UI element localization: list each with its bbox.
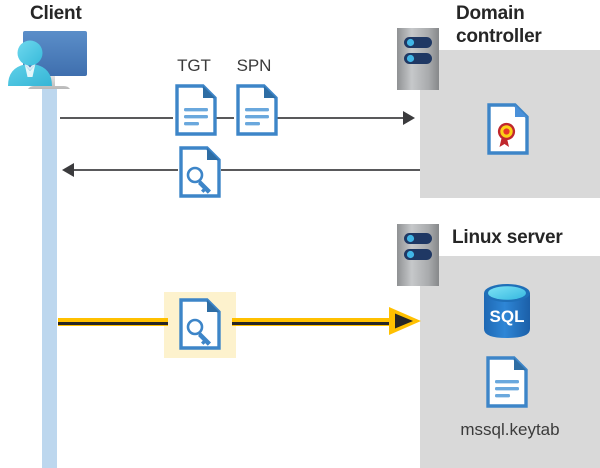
client-workstation-icon: [2, 26, 96, 98]
page-title-domain-controller: Domain controller: [456, 2, 600, 48]
dc-title-line-1: Domain: [456, 3, 525, 24]
document-icon-spn: [236, 84, 278, 136]
keytab-filename-label: mssql.keytab: [460, 420, 560, 439]
arrow-head-response-ticket: [62, 163, 74, 177]
yellow-arrow-line-left: [58, 318, 168, 326]
page-title-client: Client: [30, 3, 82, 24]
arrow-head-request-tgt-spn: [403, 111, 415, 125]
arrow-line-response-right: [221, 169, 420, 171]
client-lifeline: [42, 88, 57, 468]
arrow-line-request-left: [60, 117, 173, 119]
key-document-icon-request: [179, 298, 221, 350]
key-document-icon-response: [179, 146, 221, 198]
label-tgt: TGT: [177, 56, 211, 75]
arrow-line-response-left: [74, 169, 178, 171]
label-spn: SPN: [236, 56, 272, 75]
document-icon-keytab: [486, 356, 528, 408]
arrow-line-request-mid: [216, 117, 234, 119]
yellow-arrow-line-right: [232, 318, 396, 326]
certificate-document-icon: [487, 103, 529, 155]
document-icon-tgt: [175, 84, 217, 136]
arrow-line-request-right: [277, 117, 403, 119]
sql-database-label: SQL: [490, 307, 525, 326]
sql-database-icon: SQL: [482, 282, 532, 340]
server-rack-icon-linux: [397, 224, 439, 286]
server-rack-icon-domain-controller: [397, 28, 439, 90]
yellow-arrow-head: [388, 306, 422, 336]
page-title-linux-server: Linux server: [452, 227, 563, 248]
dc-title-line-2: controller: [456, 26, 542, 47]
